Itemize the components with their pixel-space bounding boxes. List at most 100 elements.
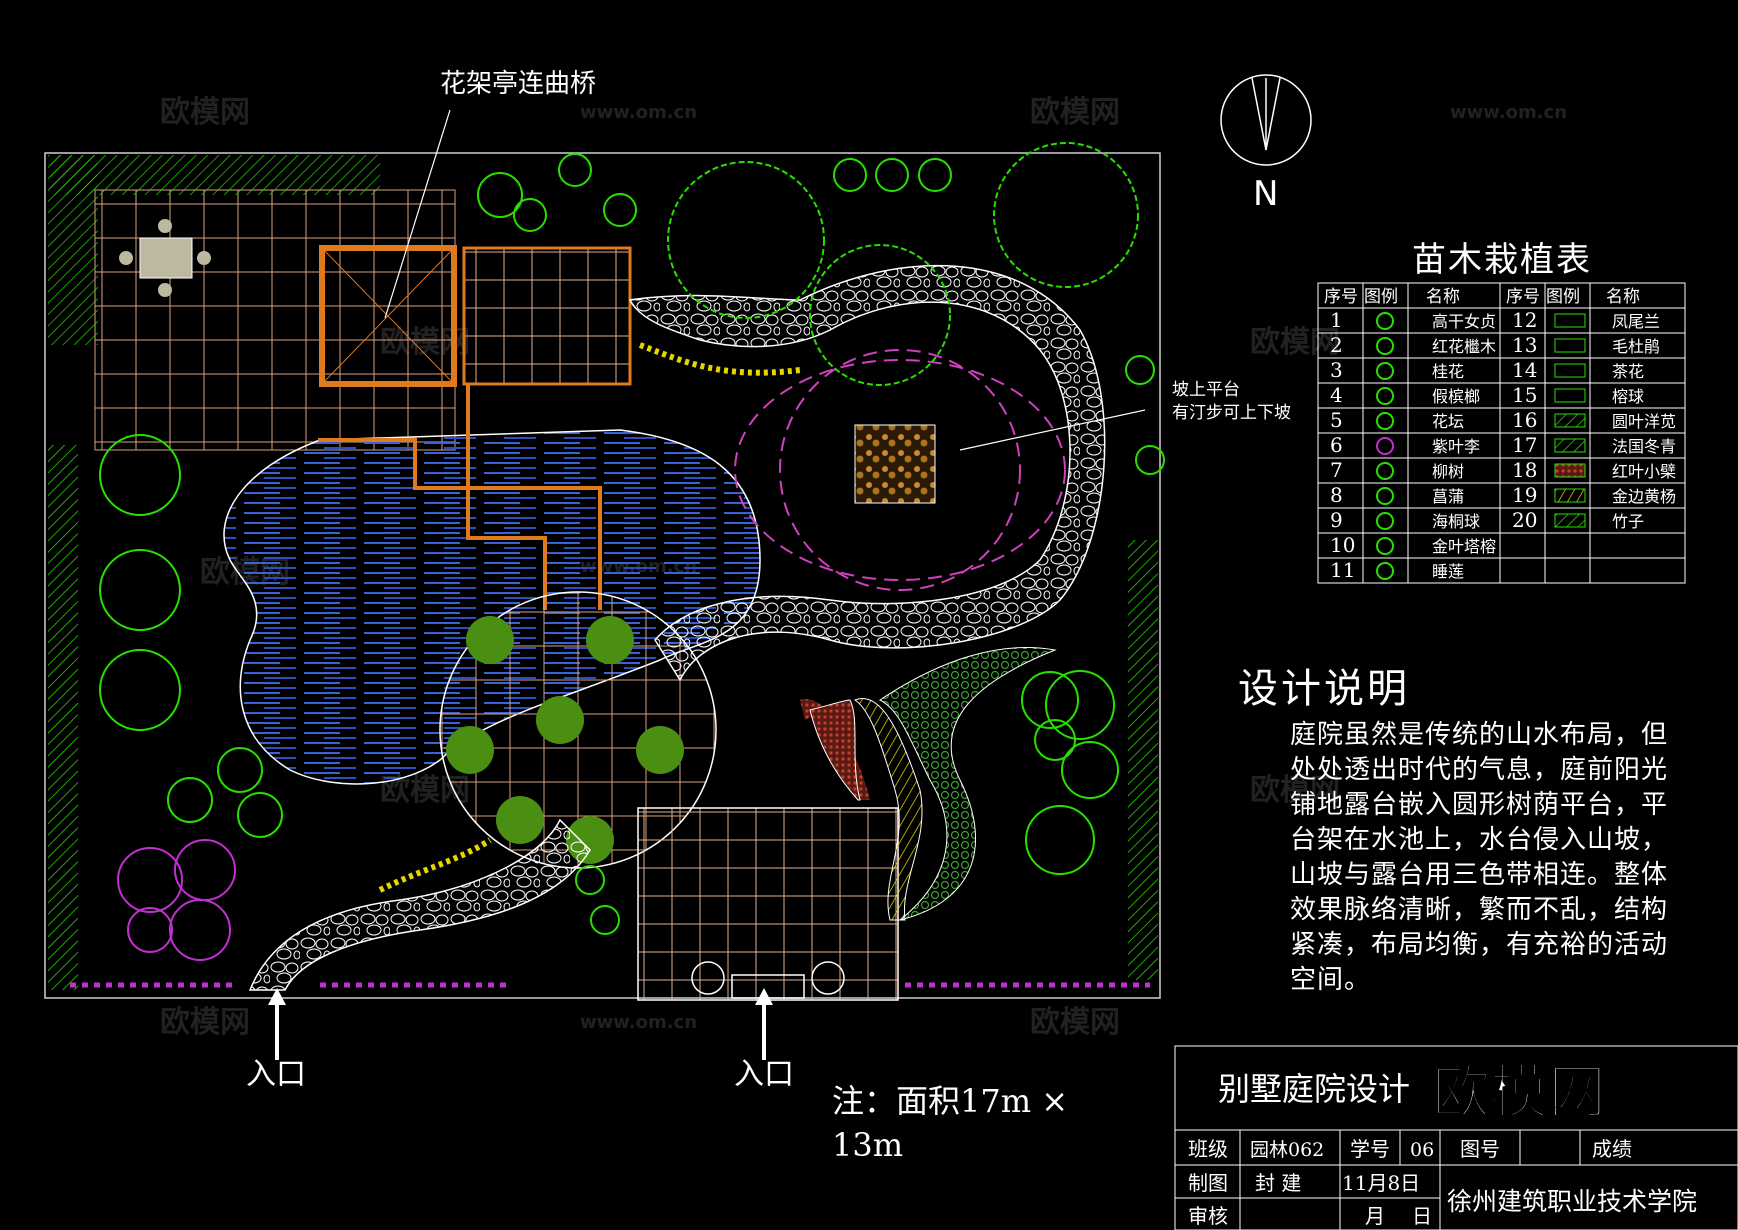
table-cell-name: 菖蒲 — [1432, 487, 1464, 506]
table-cell-no: 20 — [1512, 508, 1537, 532]
design-notes-line: 紧凑，布局均衡，有充裕的活动 — [1290, 930, 1669, 960]
table-header-cell: 图例 — [1364, 287, 1398, 307]
watermark-brand: 欧模网 — [1030, 95, 1120, 130]
month-label: 月 — [1365, 1204, 1385, 1228]
design-notes-title: 设计说明 — [1238, 666, 1410, 712]
stone-paths — [248, 264, 1106, 991]
legend-symbol-icon — [1376, 562, 1394, 580]
school-name: 徐州建筑职业技术学院 — [1447, 1187, 1697, 1216]
callout-leaders — [384, 109, 1146, 451]
boundary-hedges — [48, 445, 1158, 990]
purple-plum-trees — [117, 839, 236, 961]
table-cell-name: 榕球 — [1612, 387, 1644, 406]
legend-symbol-icon — [1376, 337, 1394, 355]
day-label: 日 — [1412, 1204, 1432, 1228]
table-cell-no: 7 — [1330, 458, 1343, 482]
legend-swatch-icon — [1554, 513, 1586, 528]
title-block — [1174, 1045, 1738, 1230]
table-cell-no: 9 — [1330, 508, 1343, 532]
watermark-brand: 欧模网 — [1250, 325, 1340, 360]
legend-swatch-icon — [1554, 338, 1586, 353]
entrance-label-right: 入口 — [734, 1057, 794, 1092]
table-cell-name: 海桐球 — [1432, 512, 1480, 531]
table-header-cell: 序号 — [1324, 287, 1358, 307]
class-value: 园林062 — [1250, 1139, 1324, 1161]
watermark-brand: 欧模网 — [160, 1005, 250, 1040]
table-cell-name: 桂花 — [1432, 362, 1464, 381]
table-cell-no: 10 — [1330, 533, 1355, 557]
legend-swatch-icon — [1554, 438, 1586, 453]
table-cell-name: 红叶小檗 — [1612, 462, 1676, 481]
trees-shrubs — [99, 142, 1165, 935]
table-cell-name: 竹子 — [1612, 512, 1644, 531]
callout-stepping-stones: 有汀步可上下坡 — [1172, 403, 1291, 423]
table-cell-name: 睡莲 — [1432, 562, 1464, 581]
drawn-by-value: 封 建 — [1255, 1171, 1301, 1195]
watermark-brand: 欧模网 — [160, 95, 250, 130]
legend-symbol-icon — [1376, 487, 1394, 505]
table-cell-name: 花坛 — [1432, 412, 1464, 431]
table-cell-no: 3 — [1330, 358, 1343, 382]
table-header-cell: 名称 — [1606, 287, 1640, 307]
table-cell-name: 毛杜鹃 — [1612, 337, 1660, 356]
legend-symbol-icon — [1376, 512, 1394, 530]
legend-swatch-icon — [1554, 463, 1586, 478]
table-cell-no: 12 — [1512, 308, 1537, 332]
north-label: N — [1253, 174, 1278, 214]
flower-strips — [70, 342, 1150, 988]
table-header-cell: 序号 — [1506, 287, 1540, 307]
table-cell-no: 1 — [1330, 308, 1343, 332]
watermark-site: www.om.cn — [580, 102, 697, 123]
date-value: 11月8日 — [1342, 1171, 1420, 1195]
table-cell-no: 19 — [1512, 483, 1537, 507]
table-cell-no: 14 — [1512, 358, 1537, 382]
table-cell-name: 假槟榔 — [1432, 387, 1480, 406]
design-notes-line: 效果脉络清晰，繁而不乱，结构 — [1290, 895, 1669, 925]
legend-swatch-icon — [1554, 363, 1586, 378]
watermark-brand: 欧模网 — [1250, 773, 1340, 808]
hill-platform — [734, 349, 1066, 591]
pond-water — [223, 429, 761, 785]
grade-label: 成绩 — [1592, 1137, 1632, 1161]
front-terrace-paving — [637, 807, 899, 1001]
table-cell-name: 红花檵木 — [1432, 337, 1496, 356]
table-cell-no: 8 — [1330, 483, 1343, 507]
watermark-large: 欧模网 — [1432, 1058, 1606, 1126]
table-cell-no: 5 — [1330, 408, 1343, 432]
drawing-no-label: 图号 — [1460, 1137, 1500, 1161]
north-arrow-icon: N — [1220, 74, 1312, 214]
legend-swatch-icon — [1554, 388, 1586, 403]
student-no-value: 06 — [1410, 1139, 1434, 1161]
design-notes-body: 庭院虽然是传统的山水布局，但 处处透出时代的气息，庭前阳光 铺地露台嵌入圆形树荫… — [1290, 718, 1690, 998]
table-header-cell: 名称 — [1426, 287, 1460, 307]
table-cell-no: 4 — [1330, 383, 1343, 407]
design-notes-line: 台架在水池上，水台侵入山坡， — [1290, 825, 1669, 855]
pavilion-bridge — [318, 245, 632, 610]
site-boundary — [44, 152, 1161, 999]
table-cell-no: 17 — [1512, 433, 1537, 457]
checked-by-label: 审核 — [1188, 1204, 1228, 1228]
plant-table-title: 苗木栽植表 — [1412, 240, 1592, 280]
table-cell-name: 金叶塔榕 — [1432, 537, 1496, 556]
legend-symbol-icon — [1376, 312, 1394, 330]
table-cell-no: 16 — [1512, 408, 1537, 432]
watermark-site: www.om.cn — [580, 1012, 697, 1033]
legend-swatch-icon — [1554, 413, 1586, 428]
table-cell-name: 紫叶李 — [1432, 437, 1480, 456]
legend-symbol-icon — [1376, 537, 1394, 555]
legend-symbol-icon — [1376, 462, 1394, 480]
legend-symbol-icon — [1376, 412, 1394, 430]
callout-hill-platform: 坡上平台 — [1172, 380, 1240, 400]
legend-symbol-icon — [1376, 362, 1394, 380]
table-header-cell: 图例 — [1546, 287, 1580, 307]
table-cell-no: 15 — [1512, 383, 1537, 407]
project-title: 别墅庭院设计 — [1218, 1070, 1410, 1108]
callout-pavilion-bridge: 花架亭连曲桥 — [440, 69, 596, 99]
table-cell-name: 金边黄杨 — [1612, 487, 1676, 506]
legend-symbol-icon — [1376, 387, 1394, 405]
table-cell-name: 圆叶洋苋 — [1612, 412, 1676, 431]
table-cell-no: 6 — [1330, 433, 1343, 457]
table-cell-name: 高干女贞 — [1432, 312, 1496, 331]
